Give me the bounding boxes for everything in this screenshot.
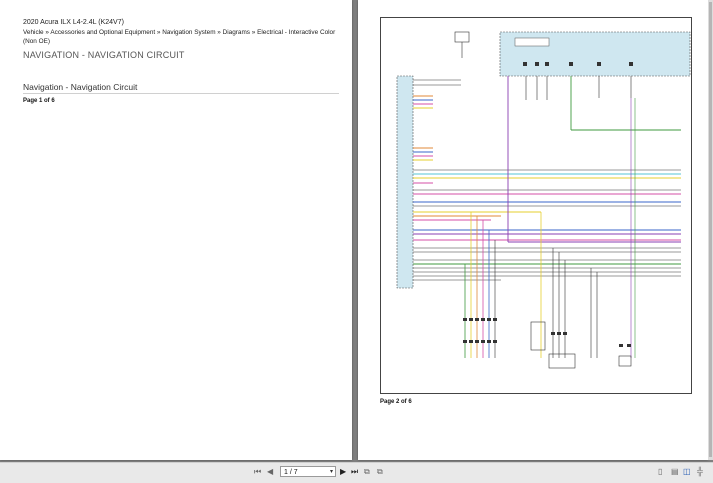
prev-page-icon[interactable]: ◀ bbox=[267, 467, 274, 476]
breadcrumb: Vehicle » Accessories and Optional Equip… bbox=[23, 29, 336, 45]
vehicle-title: 2020 Acura ILX L4-2.4L (K24V7) bbox=[23, 19, 124, 26]
fit-width-icon[interactable]: ⧉ bbox=[364, 467, 370, 476]
display-component bbox=[548, 353, 576, 369]
chevron-down-icon: ▾ bbox=[329, 469, 333, 475]
wiring-diagram-svg bbox=[396, 31, 691, 369]
single-page-view-icon[interactable]: ▯ bbox=[658, 467, 663, 476]
scrollbar-thumb[interactable] bbox=[709, 2, 712, 457]
document-page-1: 2020 Acura ILX L4-2.4L (K24V7) Vehicle »… bbox=[0, 0, 352, 460]
wiring-diagram bbox=[380, 17, 692, 394]
document-page-2: Page 2 of 6 bbox=[358, 0, 708, 460]
last-page-icon[interactable]: ⏭ bbox=[351, 467, 359, 476]
connector-component bbox=[454, 31, 470, 43]
two-page-view-icon[interactable]: ◫ bbox=[683, 467, 691, 476]
module-component bbox=[514, 37, 550, 47]
pdf-toolbar: ⏮ ◀ 1 / 7 ▾ ▶ ⏭ ⧉ ⧉ ▯ ▤ ◫ ╬ bbox=[0, 462, 713, 483]
antenna-component bbox=[530, 321, 546, 351]
page-counter: Page 1 of 6 bbox=[23, 98, 55, 104]
section-heading: NAVIGATION - NAVIGATION CIRCUIT bbox=[23, 50, 185, 60]
rotate-icon[interactable]: ⧉ bbox=[377, 467, 383, 476]
page-number-value: 1 / 7 bbox=[284, 469, 298, 476]
title-divider bbox=[23, 93, 339, 94]
first-page-icon[interactable]: ⏮ bbox=[254, 467, 262, 476]
page-number-select[interactable]: 1 / 7 ▾ bbox=[280, 466, 336, 477]
split-view-icon[interactable]: ╬ bbox=[697, 467, 703, 476]
ground-component bbox=[618, 355, 632, 367]
document-title: Navigation - Navigation Circuit bbox=[23, 82, 138, 92]
page-counter: Page 2 of 6 bbox=[380, 399, 412, 405]
next-page-icon[interactable]: ▶ bbox=[340, 467, 347, 476]
audio-unit-connector bbox=[396, 75, 414, 289]
continuous-view-icon[interactable]: ▤ bbox=[671, 467, 679, 476]
